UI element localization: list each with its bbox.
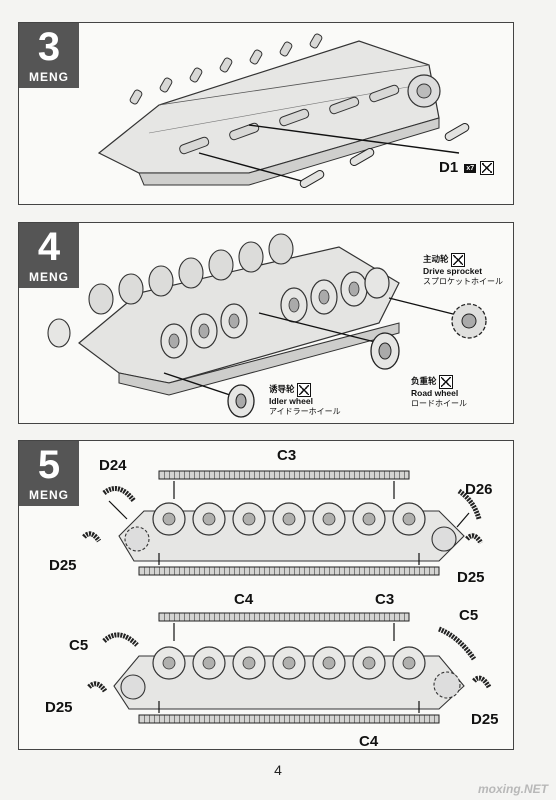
part-label-d26: D26 (465, 481, 493, 498)
part-label-d25-lower-left: D25 (45, 699, 73, 716)
brand-logo: MENG (29, 70, 69, 84)
caption-cn: 诱导轮 (269, 384, 295, 395)
part-id: D1 (439, 159, 459, 176)
part-label-c4-lower: C4 (359, 733, 379, 750)
caption-cn: 负重轮 (411, 376, 437, 387)
caption-jp: ロードホイール (411, 398, 467, 408)
caption-drive-sprocket: 主动轮 Drive sprocket スプロケットホイール (423, 253, 503, 286)
part-label-d24: D24 (99, 457, 127, 474)
caption-en: Drive sprocket (423, 266, 483, 276)
step-5-drawing (82, 470, 492, 724)
watermark: moxing.NET (477, 782, 548, 796)
step-5-panel: 5 MENG (18, 440, 514, 750)
step-3-drawing (97, 33, 470, 188)
part-label-c4-upper: C4 (234, 591, 254, 608)
brand-logo: MENG (29, 270, 69, 284)
part-label-d25-upper-right: D25 (457, 569, 485, 586)
caption-jp: スプロケットホイール (423, 276, 503, 286)
step-4-panel: 4 MENG (18, 222, 514, 424)
step-number: 5 (37, 443, 61, 487)
part-label-d25-lower-right: D25 (471, 711, 499, 728)
part-label-d1: D1 x7 (439, 159, 495, 176)
caption-jp: アイドラーホイール (269, 406, 341, 416)
sprue-icon (480, 161, 495, 176)
part-label-c5-right: C5 (459, 607, 479, 624)
caption-idler-wheel: 诱导轮 Idler wheel アイドラーホイール (269, 383, 341, 416)
step-number: 4 (37, 225, 61, 269)
page-number: 4 (274, 762, 282, 778)
caption-road-wheel: 负重轮 Road wheel ロードホイール (411, 375, 467, 408)
caption-en: Idler wheel (269, 396, 313, 406)
step-5-badge: 5 MENG (19, 441, 79, 506)
part-label-c3-lower: C3 (375, 591, 395, 608)
caption-cn: 主动轮 (423, 254, 449, 265)
step-3-panel: 3 MENG (18, 22, 514, 205)
step-3-badge: 3 MENG (19, 23, 79, 88)
step-4-badge: 4 MENG (19, 223, 79, 288)
quantity-badge: x7 (464, 163, 477, 173)
caption-en: Road wheel (411, 388, 459, 398)
part-label-d25-upper-left: D25 (49, 557, 77, 574)
step-4-drawing (47, 233, 487, 418)
sprue-icon (296, 383, 311, 397)
sprue-icon (438, 375, 453, 389)
part-label-c5-left: C5 (69, 637, 89, 654)
sprue-icon (450, 253, 465, 267)
part-label-c3-upper: C3 (277, 447, 297, 464)
brand-logo: MENG (29, 488, 69, 502)
step-number: 3 (37, 25, 61, 69)
